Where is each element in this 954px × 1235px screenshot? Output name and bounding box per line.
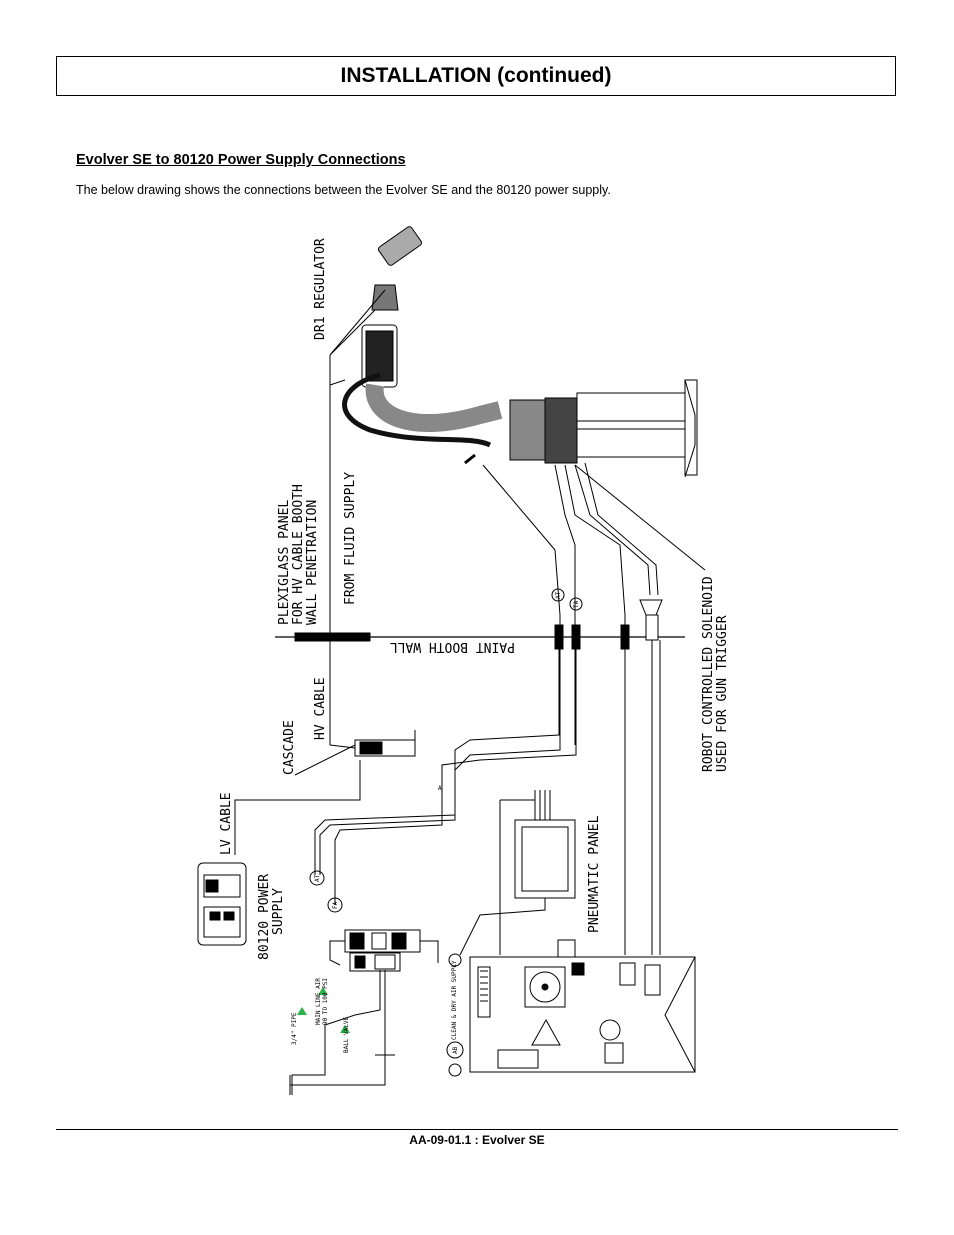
power-supply-unit [197,862,247,946]
main-air-line [291,970,381,1095]
page-title: INSTALLATION (continued) [340,64,612,87]
tag-a-label: A [438,785,442,792]
plexiglass-label-1: PLEXIGLASS PANEL [277,500,292,625]
power-supply-label-2: SUPPLY [271,888,286,935]
dr1-regulator-label: DR1 REGULATOR [313,238,328,340]
section-intro: The below drawing shows the connections … [76,183,611,197]
connector-tags [309,588,583,1059]
section-heading: Evolver SE to 80120 Power Supply Connect… [76,152,406,168]
tag-ta-label: TA [573,600,580,608]
pneumatic-line-2 [334,649,577,905]
page-footer: AA-09-01.1 : Evolver SE [409,1133,545,1147]
solenoid-leader [574,464,706,571]
power-supply-label-1: 80120 POWER [257,874,272,960]
clean-dry-air-label: CLEAN & DRY AIR SUPPLY [451,960,458,1040]
filter-regulator-assembly [329,929,439,972]
solenoid-label-2: USED FOR GUN TRIGGER [715,615,730,772]
trigger-solenoid [639,599,663,955]
tag-at2-label: AT [555,591,562,599]
robot-hose-3 [564,464,626,955]
cascade-unit [354,730,416,757]
tag-ta-circle [569,597,583,611]
dr1-leader [329,289,386,356]
main-line-air-label-2: 90 TO 100 PSI [322,978,329,1025]
fluid-supply-label: FROM FLUID SUPPLY [343,472,358,605]
tag-fa-circle [327,897,343,913]
green-arrows [297,987,350,1033]
pneumatic-panel-label: PNEUMATIC PANEL [587,815,602,933]
robot-arm [342,226,698,478]
pipe-label: 3/4" PIPE [291,1012,298,1045]
lv-cable-label: LV CABLE [219,792,234,855]
robot-hose-4 [574,464,651,596]
tag-ab-circle [446,1041,464,1059]
pneumatic-line-1 [314,649,560,875]
solenoid-label-1: ROBOT CONTROLLED SOLENOID [701,576,716,772]
pneumatic-panel-unit [459,790,576,956]
control-cabinet [448,939,696,1077]
tag-at-label: AT [314,874,321,882]
connection-diagram: DR1 REGULATOR PLEXIGLASS PANEL FOR HV CA… [180,215,740,1110]
tag-fa-label: FA [332,901,339,909]
plexiglass-label-2: FOR HV CABLE BOOTH [291,484,306,625]
plexiglass-label-3: WALL PENETRATION [305,500,320,625]
ball-valve-label: BALL VALVE [343,1016,350,1053]
cascade-leader [294,744,356,776]
diagram-svg: DR1 REGULATOR PLEXIGLASS PANEL FOR HV CA… [197,226,730,1095]
footer-rule [56,1129,898,1130]
cascade-label: CASCADE [282,720,297,775]
lv-cable-line [234,760,361,855]
main-line-air-label-1: MAIN LINE AIR [315,978,322,1025]
robot-hose-2 [554,464,576,745]
page-title-box: INSTALLATION (continued) [56,56,896,96]
tag-at-circle [309,870,325,886]
hv-cable-label: HV CABLE [313,677,328,740]
tag-ab-label: AB [452,1046,459,1054]
booth-wall-label: PAINT BOOTH WALL [390,639,515,654]
plexiglass-panel [294,632,371,642]
tag-at2-circle [551,588,565,602]
